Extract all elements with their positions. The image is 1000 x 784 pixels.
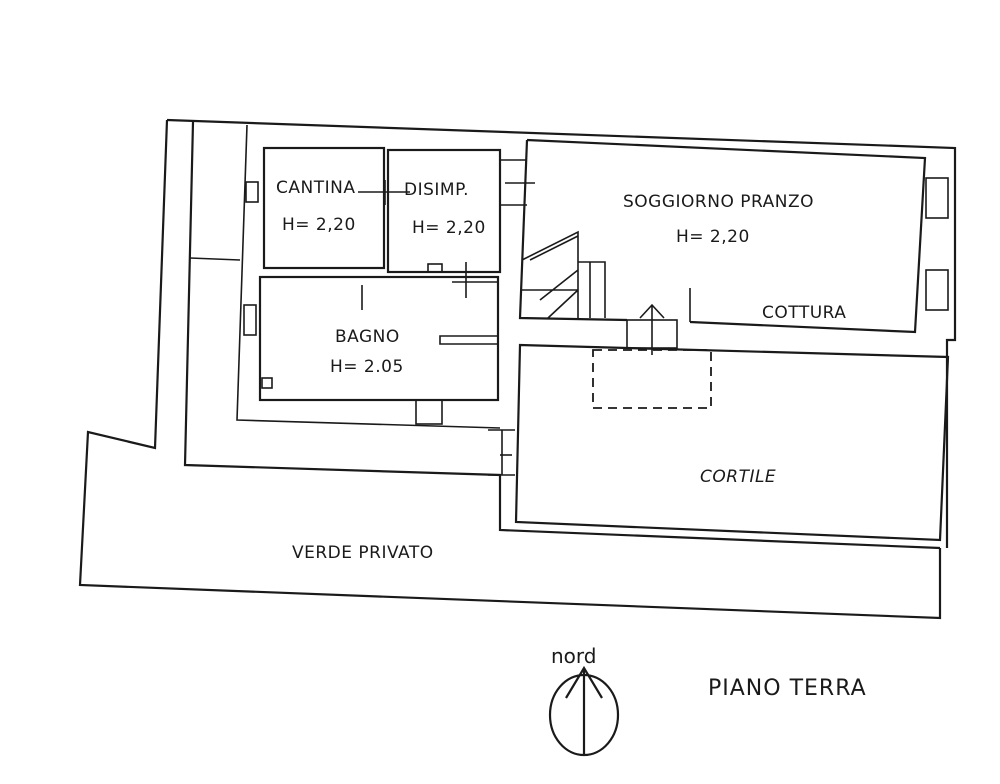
room-cantina <box>262 146 386 270</box>
wall-marks <box>261 159 691 476</box>
label-cantina-height: H= 2,20 <box>282 215 356 235</box>
label-bagno: BAGNO <box>335 327 400 347</box>
floor-title: PIANO TERRA <box>708 676 867 701</box>
corridor-walls <box>189 124 501 429</box>
label-soggiorno-height: H= 2,20 <box>676 227 750 247</box>
windows <box>243 177 949 336</box>
label-disimpegno-height: H= 2,20 <box>412 218 486 238</box>
building-outline <box>78 118 957 620</box>
label-cantina: CANTINA <box>276 178 355 198</box>
label-bagno-height: H= 2.05 <box>330 357 404 377</box>
label-soggiorno: SOGGIORNO PRANZO <box>623 192 814 212</box>
label-disimpegno: DISIMP. <box>404 180 469 200</box>
area-cortile <box>514 343 950 542</box>
north-compass-icon <box>548 665 620 757</box>
label-verde: VERDE PRIVATO <box>292 543 434 563</box>
entrance <box>626 303 678 355</box>
label-cottura: COTTURA <box>762 303 846 323</box>
dashed-outline <box>592 349 712 409</box>
room-disimpegno <box>386 148 502 274</box>
staircase <box>521 230 606 319</box>
room-soggiorno <box>518 138 927 334</box>
label-cortile: CORTILE <box>700 467 776 487</box>
compass-label: nord <box>551 644 596 668</box>
